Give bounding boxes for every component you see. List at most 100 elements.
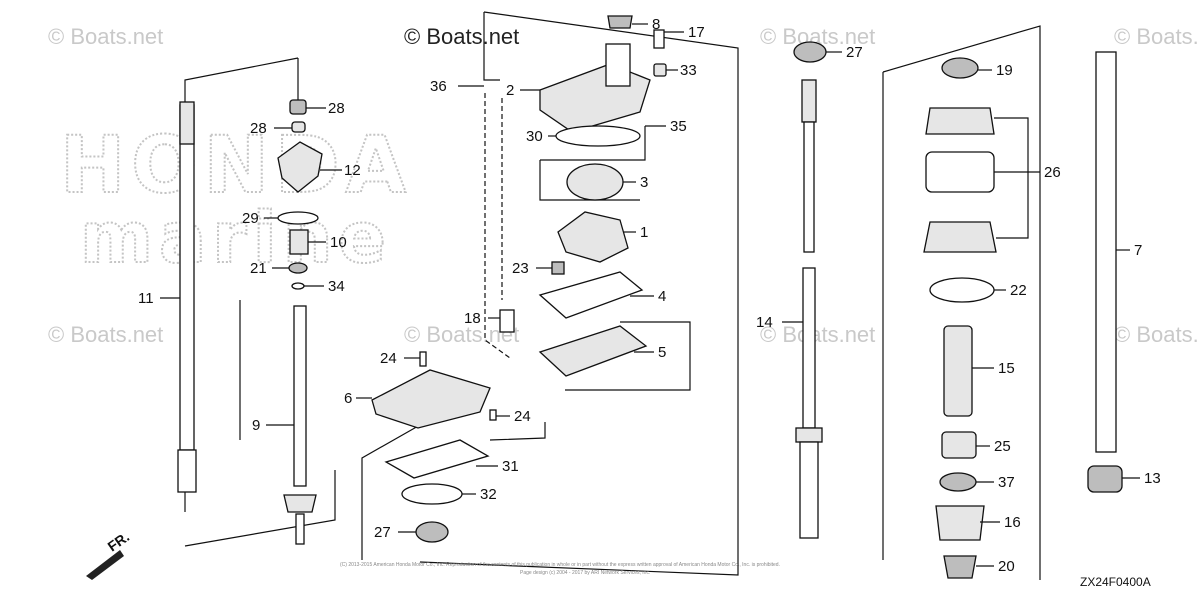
- label-22[interactable]: 22: [1010, 282, 1027, 299]
- outline-left-bottom: [184, 470, 336, 547]
- label-23[interactable]: 23: [512, 260, 529, 277]
- label-21[interactable]: 21: [250, 260, 267, 277]
- watermark-mid-right: © Boats.net: [760, 322, 875, 347]
- outline-plates: [565, 321, 691, 391]
- part-1-impeller: [557, 211, 629, 263]
- label-24-lower[interactable]: 24: [514, 408, 531, 425]
- part-16-pinion: [935, 505, 985, 541]
- label-9[interactable]: 9: [252, 417, 260, 434]
- outline-seal-35: [540, 126, 646, 161]
- label-28-lower[interactable]: 28: [250, 120, 267, 137]
- label-11[interactable]: 11: [138, 290, 154, 307]
- part-33-collar: [653, 63, 667, 77]
- fr-label: FR.: [105, 528, 133, 554]
- label-10[interactable]: 10: [330, 234, 347, 251]
- outline-pump-main: [419, 11, 739, 576]
- label-29[interactable]: 29: [242, 210, 259, 227]
- watermark-mid-far-right: © Boats.net: [1114, 322, 1200, 347]
- shaft-9-body: [293, 305, 307, 487]
- label-15[interactable]: 15: [998, 360, 1015, 377]
- brand-watermark-honda: HONDA: [60, 121, 412, 211]
- label-37[interactable]: 37: [998, 474, 1015, 491]
- label-1[interactable]: 1: [640, 224, 648, 241]
- copyright-line-2: Page design (c) 2004 - 2017 by ARI Netwo…: [520, 570, 650, 576]
- part-labels: 28 28 12 29 10 21 34 11 9 36 2 8 17 33 3…: [138, 16, 1161, 575]
- shaft-14-upper: [803, 121, 815, 253]
- part-4-plate: [538, 271, 644, 319]
- shaft-9-end: [295, 513, 305, 545]
- outline-gear-stack: [882, 25, 1041, 580]
- part-3-liner: [566, 163, 624, 201]
- outline-base-right: [489, 422, 546, 441]
- part-9-driveshaft: [283, 305, 317, 545]
- label-13[interactable]: 13: [1144, 470, 1161, 487]
- tube-7-body: [1095, 51, 1117, 453]
- watermark-top-center: © Boats.net: [404, 24, 519, 49]
- watermark-top-left: © Boats.net: [48, 24, 163, 49]
- label-20[interactable]: 20: [998, 558, 1015, 575]
- outline-pump-top: [483, 12, 500, 81]
- label-2[interactable]: 2: [506, 82, 514, 99]
- front-direction-marker: FR.: [86, 528, 132, 580]
- label-26[interactable]: 26: [1044, 164, 1061, 181]
- label-14[interactable]: 14: [756, 314, 773, 331]
- label-35[interactable]: 35: [670, 118, 687, 135]
- shaft-14-lower: [802, 267, 816, 429]
- part-22-shim: [929, 277, 995, 303]
- watermark-layer: © Boats.net © Boats.net © Boats.net © Bo…: [48, 24, 1200, 347]
- part-20-nut: [943, 555, 977, 579]
- label-30[interactable]: 30: [526, 128, 543, 145]
- label-16[interactable]: 16: [1004, 514, 1021, 531]
- label-7[interactable]: 7: [1134, 242, 1142, 259]
- part-15-spring: [943, 325, 973, 417]
- part-27-seal-lower: [415, 521, 449, 543]
- governor-stack: [277, 99, 323, 290]
- label-18[interactable]: 18: [464, 310, 481, 327]
- label-4[interactable]: 4: [658, 288, 666, 305]
- outline-housing-3: [539, 160, 640, 201]
- label-31[interactable]: 31: [502, 458, 519, 475]
- label-34[interactable]: 34: [328, 278, 345, 295]
- part-25-bearing: [941, 431, 977, 459]
- label-17[interactable]: 17: [688, 24, 705, 41]
- part-31-gasket: [384, 439, 490, 479]
- label-6[interactable]: 6: [344, 390, 352, 407]
- label-28-upper[interactable]: 28: [328, 100, 345, 117]
- part-6-base: [371, 369, 491, 429]
- outline-base-left: [361, 424, 421, 560]
- watermark-top-far-right: © Boats.net: [1114, 24, 1200, 49]
- part-14-propshaft: [793, 41, 827, 539]
- watermark-mid-left: © Boats.net: [48, 322, 163, 347]
- label-27-lower[interactable]: 27: [374, 524, 391, 541]
- label-27-upper[interactable]: 27: [846, 44, 863, 61]
- part-28-upper-nut: [289, 99, 307, 115]
- label-36[interactable]: 36: [430, 78, 447, 95]
- part-23-key: [551, 261, 565, 275]
- dashed-outline-pump-left: [484, 93, 511, 359]
- part-32-oring: [401, 483, 463, 505]
- part-10-spring: [289, 229, 309, 255]
- diagram-code: ZX24F0400A: [1080, 575, 1151, 589]
- part-34-clip: [291, 282, 305, 290]
- label-8[interactable]: 8: [652, 16, 660, 33]
- label-12[interactable]: 12: [344, 162, 361, 179]
- label-33[interactable]: 33: [680, 62, 697, 79]
- part-21-washer: [288, 262, 308, 274]
- part-5-gasket: [538, 325, 648, 377]
- shaft-14-collar: [795, 427, 823, 443]
- label-3[interactable]: 3: [640, 174, 648, 191]
- label-5[interactable]: 5: [658, 344, 666, 361]
- part-11-shaft: [177, 101, 197, 493]
- label-25[interactable]: 25: [994, 438, 1011, 455]
- label-32[interactable]: 32: [480, 486, 497, 503]
- label-19[interactable]: 19: [996, 62, 1013, 79]
- shaft-11-body: [179, 104, 195, 451]
- part-12-gear-housing: [277, 141, 323, 193]
- part-13-grommet: [1087, 465, 1123, 493]
- part-37-washer: [939, 472, 977, 492]
- label-24-upper[interactable]: 24: [380, 350, 397, 367]
- part-30-seal: [555, 125, 641, 147]
- shaft-11-spline: [179, 101, 195, 145]
